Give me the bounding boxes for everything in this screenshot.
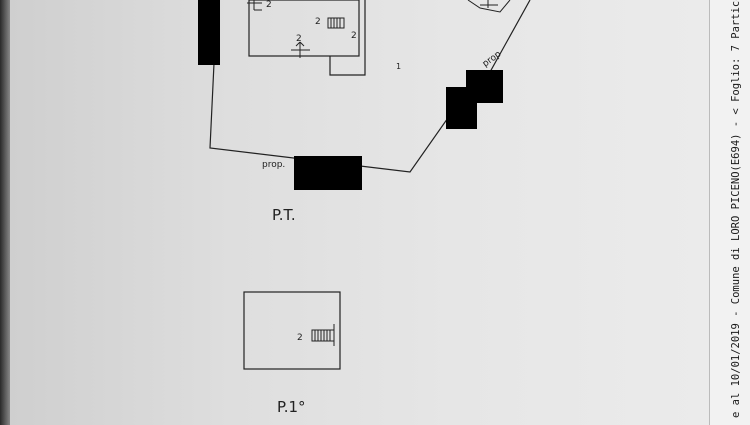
margin-cadastral-text: e al 10/01/2019 - Comune di LORO PICENO(…	[730, 0, 742, 418]
first-floor-label: P.1°	[277, 398, 306, 416]
redaction-block	[446, 87, 477, 129]
room-outline	[248, 0, 360, 57]
floor-plan-sheet: 2 2 2 2 1 prop. prop 2 P.T. P.1° e al 10…	[10, 0, 750, 425]
room-mark: 2	[297, 333, 303, 343]
first-floor-outline	[243, 291, 341, 370]
neighbor-label-right: prop	[481, 49, 504, 69]
parcel-number: 1	[396, 62, 401, 71]
ground-floor-label: P.T.	[272, 206, 296, 224]
room-mark: 2	[315, 17, 321, 27]
redaction-block	[294, 156, 362, 190]
stair-icon	[327, 17, 345, 29]
stair-icon	[311, 324, 335, 346]
margin-strip: e al 10/01/2019 - Comune di LORO PICENO(…	[709, 0, 750, 425]
section-arrow-icon	[247, 0, 262, 11]
room-mark: 2	[351, 31, 357, 41]
floor-plan-drawing: 2 2 2 2 1 prop. prop 2	[198, 0, 531, 370]
section-arrow-icon	[291, 41, 310, 58]
scan-page-edge	[0, 0, 12, 425]
room-outline-annex	[329, 0, 366, 76]
section-arrow-icon	[480, 0, 498, 8]
ground-floor-outline	[209, 0, 531, 173]
neighbor-label-left: prop.	[262, 160, 285, 170]
structure-outline-top-right	[467, 0, 511, 13]
room-mark: 2	[266, 0, 272, 10]
room-mark: 2	[296, 34, 302, 44]
redaction-block	[198, 0, 220, 65]
